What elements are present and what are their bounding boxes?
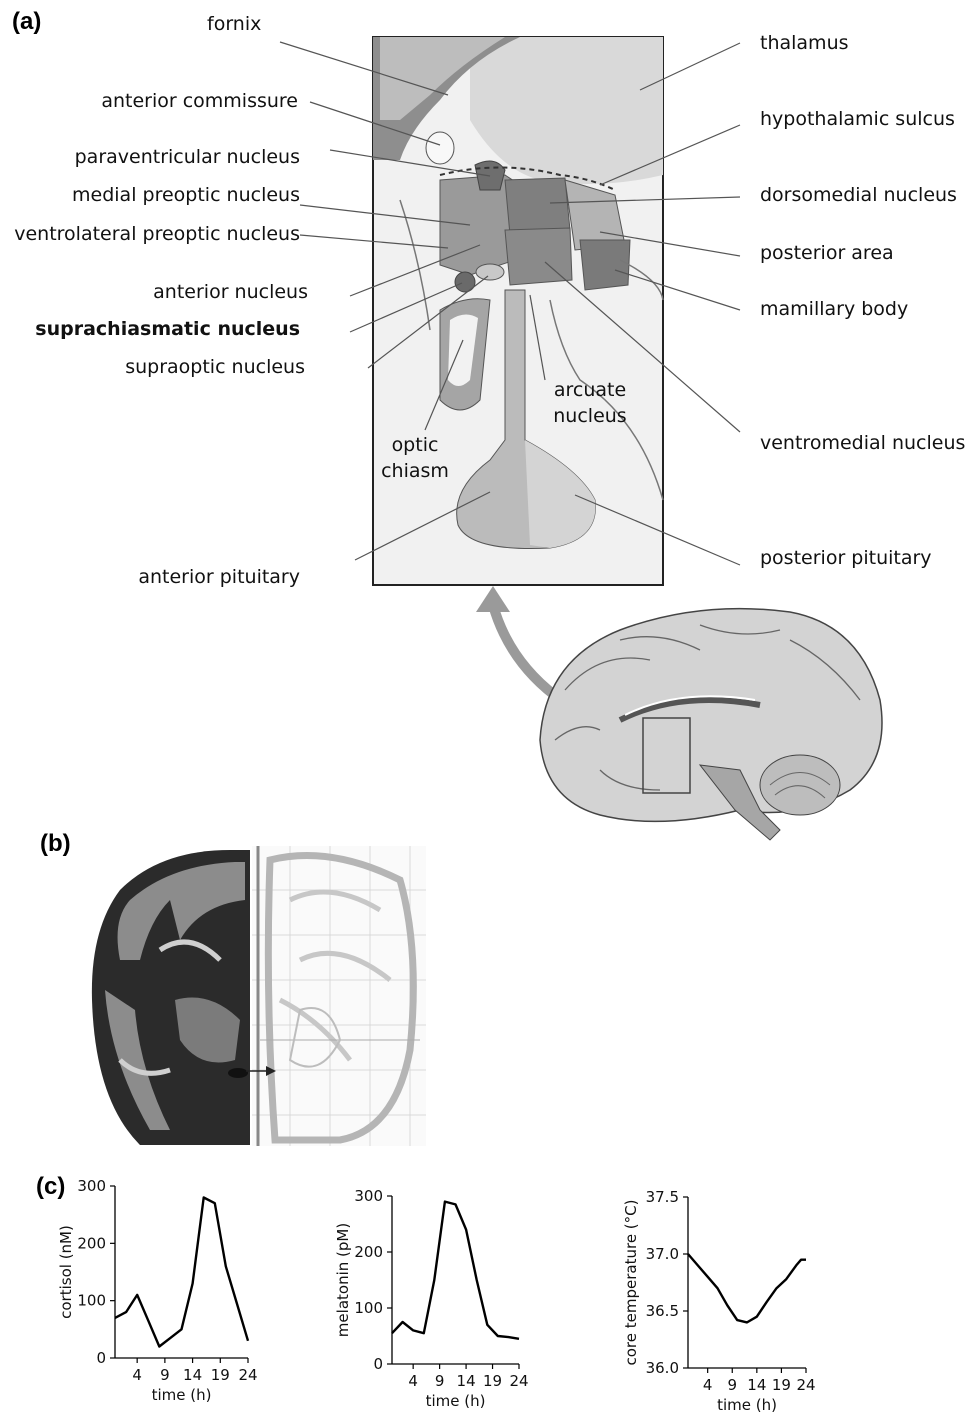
x-tick-label: 9 — [160, 1366, 170, 1384]
label-fornix: fornix — [207, 13, 261, 35]
x-tick-label: 19 — [483, 1372, 502, 1390]
brain-sagittal — [540, 609, 882, 840]
y-axis-label: melatonin (pM) — [334, 1223, 352, 1337]
label-ventrolateral-preoptic-nucleus: ventrolateral preoptic nucleus — [14, 223, 300, 245]
label-medial-preoptic-nucleus: medial preoptic nucleus — [72, 184, 300, 206]
x-axis-label: time (h) — [717, 1396, 777, 1414]
y-tick-label: 0 — [373, 1355, 383, 1373]
x-tick-label: 4 — [132, 1366, 142, 1384]
y-tick-label: 100 — [77, 1292, 106, 1310]
label-hypothalamic-sulcus: hypothalamic sulcus — [760, 108, 955, 130]
label-dorsomedial-nucleus: dorsomedial nucleus — [760, 184, 957, 206]
label-mamillary-body: mamillary body — [760, 298, 908, 320]
coronal-sections — [92, 846, 426, 1146]
hypothalamus-diagram — [373, 37, 663, 585]
label-anterior-nucleus: anterior nucleus — [153, 281, 308, 303]
dorsomedial-nucleus — [505, 178, 570, 235]
x-tick-label: 19 — [211, 1366, 230, 1384]
y-tick-label: 36.5 — [646, 1302, 679, 1320]
x-tick-label: 24 — [509, 1372, 528, 1390]
x-tick-label: 24 — [796, 1376, 815, 1394]
x-axis-label: time (h) — [152, 1386, 212, 1404]
label-posterior-area: posterior area — [760, 242, 894, 264]
panel-label-c: (c) — [36, 1173, 65, 1201]
label-arcuate-nucleus: arcuate nucleus — [540, 377, 640, 429]
y-axis-label: core temperature (°C) — [622, 1200, 640, 1366]
series-line — [688, 1254, 806, 1322]
y-tick-label: 300 — [354, 1187, 383, 1205]
label-anterior-pituitary: anterior pituitary — [138, 566, 300, 588]
x-tick-label: 14 — [747, 1376, 766, 1394]
label-supraoptic-nucleus: supraoptic nucleus — [125, 356, 305, 378]
x-tick-label: 19 — [772, 1376, 791, 1394]
y-tick-label: 200 — [77, 1234, 106, 1252]
y-tick-label: 100 — [354, 1299, 383, 1317]
panel-label-b: (b) — [40, 830, 71, 858]
label-suprachiasmatic-nucleus: suprachiasmatic nucleus — [35, 318, 300, 340]
x-tick-label: 14 — [457, 1372, 476, 1390]
label-anterior-commissure: anterior commissure — [101, 90, 298, 112]
x-tick-label: 9 — [435, 1372, 445, 1390]
label-optic-chiasm: optic chiasm — [375, 432, 455, 484]
mamillary-body — [580, 240, 630, 290]
x-tick-label: 4 — [703, 1376, 713, 1394]
series-line — [392, 1202, 519, 1339]
label-paraventricular-nucleus: paraventricular nucleus — [75, 146, 300, 168]
x-tick-label: 24 — [238, 1366, 257, 1384]
series-line — [115, 1198, 248, 1347]
x-tick-label: 4 — [408, 1372, 418, 1390]
label-thalamus: thalamus — [760, 32, 849, 54]
label-ventromedial-nucleus: ventromedial nucleus — [760, 432, 965, 454]
y-tick-label: 200 — [354, 1243, 383, 1261]
anterior-commissure-shape — [426, 132, 454, 164]
label-posterior-pituitary: posterior pituitary — [760, 547, 932, 569]
panel-label-a: (a) — [12, 8, 41, 36]
x-axis-label: time (h) — [426, 1392, 486, 1410]
x-tick-label: 14 — [183, 1366, 202, 1384]
y-tick-label: 37.5 — [646, 1188, 679, 1206]
y-tick-label: 0 — [96, 1349, 106, 1367]
y-tick-label: 300 — [77, 1177, 106, 1195]
x-tick-label: 9 — [727, 1376, 737, 1394]
y-tick-label: 37.0 — [646, 1245, 679, 1263]
y-axis-label: cortisol (nM) — [57, 1225, 75, 1319]
y-tick-label: 36.0 — [646, 1359, 679, 1377]
